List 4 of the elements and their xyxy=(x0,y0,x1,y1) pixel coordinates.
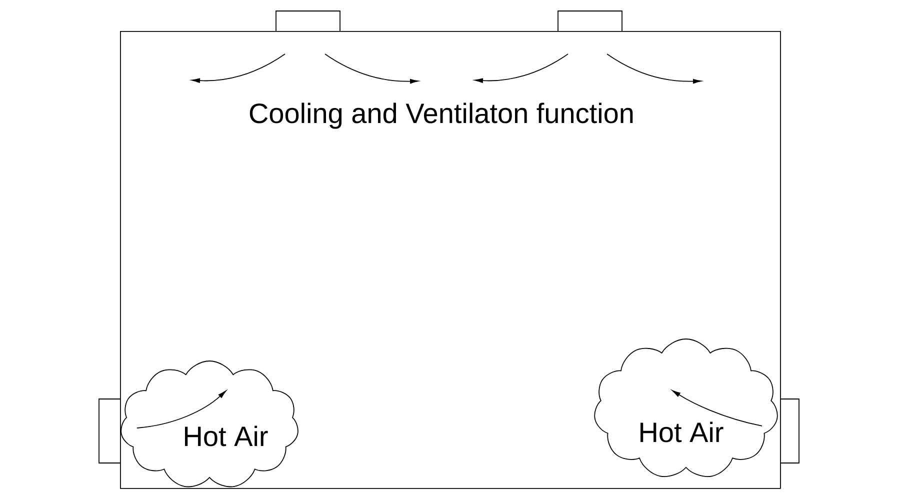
cloud: Hot Air xyxy=(120,360,298,488)
function-label: Cooling and Ventilaton function xyxy=(250,102,633,129)
cloud: Hot Air xyxy=(594,338,778,477)
room-outline xyxy=(120,31,781,489)
